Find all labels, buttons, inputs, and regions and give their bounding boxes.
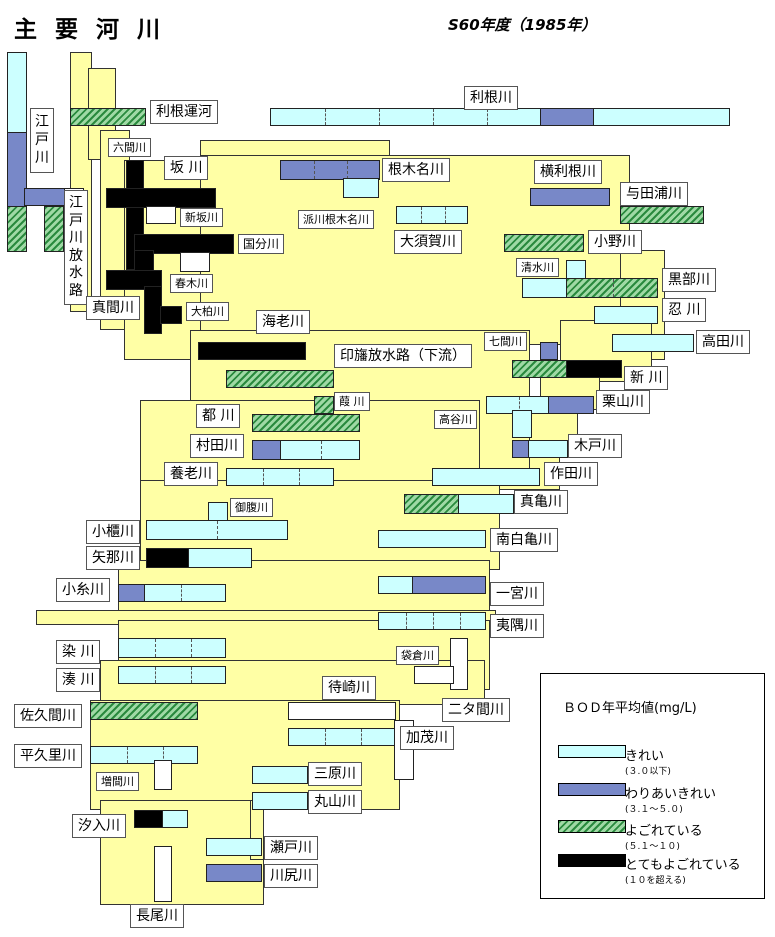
label-onogawa: 小野川 (588, 230, 642, 254)
label-somegawa: 染 川 (56, 640, 101, 664)
label-zomagawa: 増間川 (96, 772, 139, 791)
legend-label-clean: きれい (625, 749, 665, 764)
year-label: S60年度（1985年） (448, 16, 597, 34)
legend-label-dirty: よごれている (625, 824, 703, 839)
label-kurobegawa: 黒部川 (662, 268, 716, 292)
label-shichikengawa: 七間川 (484, 332, 527, 351)
label-isumigawa: 夷隅川 (490, 614, 544, 638)
page-title: 主 要 河 川 (14, 17, 166, 43)
label-heikurigawa: 平久里川 (14, 744, 82, 768)
legend-range-fairly-clean: (３.１～５.０) (625, 805, 683, 815)
label-nagaogawa: 長尾川 (130, 904, 184, 928)
label-yodauragawa: 与田浦川 (620, 182, 688, 206)
label-muratagawa: 村田川 (190, 434, 244, 458)
label-shimizugawa: 清水川 (516, 258, 559, 277)
label-harukigawa: 春木川 (170, 274, 213, 293)
label-koitogawa: 小糸川 (56, 578, 110, 602)
label-osugagawa: 大須賀川 (394, 230, 462, 254)
label-onbaragawa: 御腹川 (230, 498, 273, 517)
label-machizakigawa: 待崎川 (322, 676, 376, 700)
label-edogawa-hosuiro: 江戸川放水路 (64, 190, 88, 305)
label-miyakogawa: 都 川 (196, 404, 241, 428)
legend-range-dirty: (５.１～１０) (625, 842, 680, 852)
label-yokotonegawa: 横利根川 (534, 160, 602, 184)
label-nekinagawa: 根木名川 (382, 158, 450, 182)
label-minamishirakamegawa: 南白亀川 (490, 528, 558, 552)
legend-swatch-clean (558, 745, 626, 758)
label-edogawa: 江戸川 (30, 108, 54, 173)
label-takayagawa: 高谷川 (434, 410, 477, 429)
label-tonegawa: 利根川 (464, 86, 518, 110)
label-oshigawa: 忍 川 (662, 298, 707, 322)
legend-label-very-dirty: とてもよごれている (625, 858, 741, 873)
label-makamegawa: 真亀川 (514, 490, 568, 514)
legend-range-clean: (３.０以下) (625, 767, 671, 777)
label-kuriyamagawa: 栗山川 (596, 390, 650, 414)
label-shinsakagawa: 新坂川 (180, 208, 223, 227)
label-kidogawa: 木戸川 (568, 434, 622, 458)
label-sakutagawa: 作田川 (544, 462, 598, 486)
legend: ＢＯＤ年平均値(mg/L) きれい (３.０以下) わりあいきれい (３.１～５… (540, 673, 765, 899)
label-sakagawa: 坂 川 (164, 156, 209, 180)
label-mamagawa: 真間川 (86, 296, 140, 320)
label-kamogawa: 加茂川 (400, 726, 454, 750)
label-rokkengawa: 六間川 (108, 138, 151, 157)
label-takadagawa: 高田川 (696, 330, 750, 354)
label-maruyamagawa: 丸山川 (308, 790, 362, 814)
label-minatogawa: 湊 川 (56, 668, 101, 692)
label-setogawa: 瀬戸川 (264, 836, 318, 860)
label-obitsugawa: 小櫃川 (86, 520, 140, 544)
label-tone-unga: 利根運河 (150, 100, 218, 124)
label-ichinomiyagawa: 一宮川 (490, 582, 544, 606)
label-ebigawa: 海老川 (256, 310, 310, 334)
label-hasenekinagawa: 派川根木名川 (298, 210, 374, 229)
legend-swatch-fairly-clean (558, 783, 626, 796)
label-inba-hosuiro: 印旛放水路（下流） (334, 344, 472, 368)
label-shiirigawa: 汐入川 (72, 814, 126, 838)
legend-swatch-very-dirty (558, 854, 626, 867)
legend-range-very-dirty: (１０を超える) (625, 876, 686, 886)
label-ookashiwagawa: 大柏川 (186, 302, 229, 321)
label-kokubungawa: 国分川 (238, 234, 285, 254)
label-fukurokuragawa: 袋倉川 (396, 646, 439, 665)
label-shinkawa: 新 川 (624, 366, 669, 390)
label-ashigawa: 葭 川 (334, 392, 370, 411)
legend-label-fairly-clean: わりあいきれい (625, 787, 717, 802)
label-nitamagawa: 二タ間川 (442, 698, 510, 722)
label-yanagawa: 矢那川 (86, 546, 140, 570)
label-miharagawa: 三原川 (308, 762, 362, 786)
label-kawajirigawa: 川尻川 (264, 864, 318, 888)
label-yororogawa: 養老川 (164, 462, 218, 486)
label-sakumagawa: 佐久間川 (14, 704, 82, 728)
legend-swatch-dirty (558, 820, 626, 833)
legend-title: ＢＯＤ年平均値(mg/L) (563, 701, 697, 716)
